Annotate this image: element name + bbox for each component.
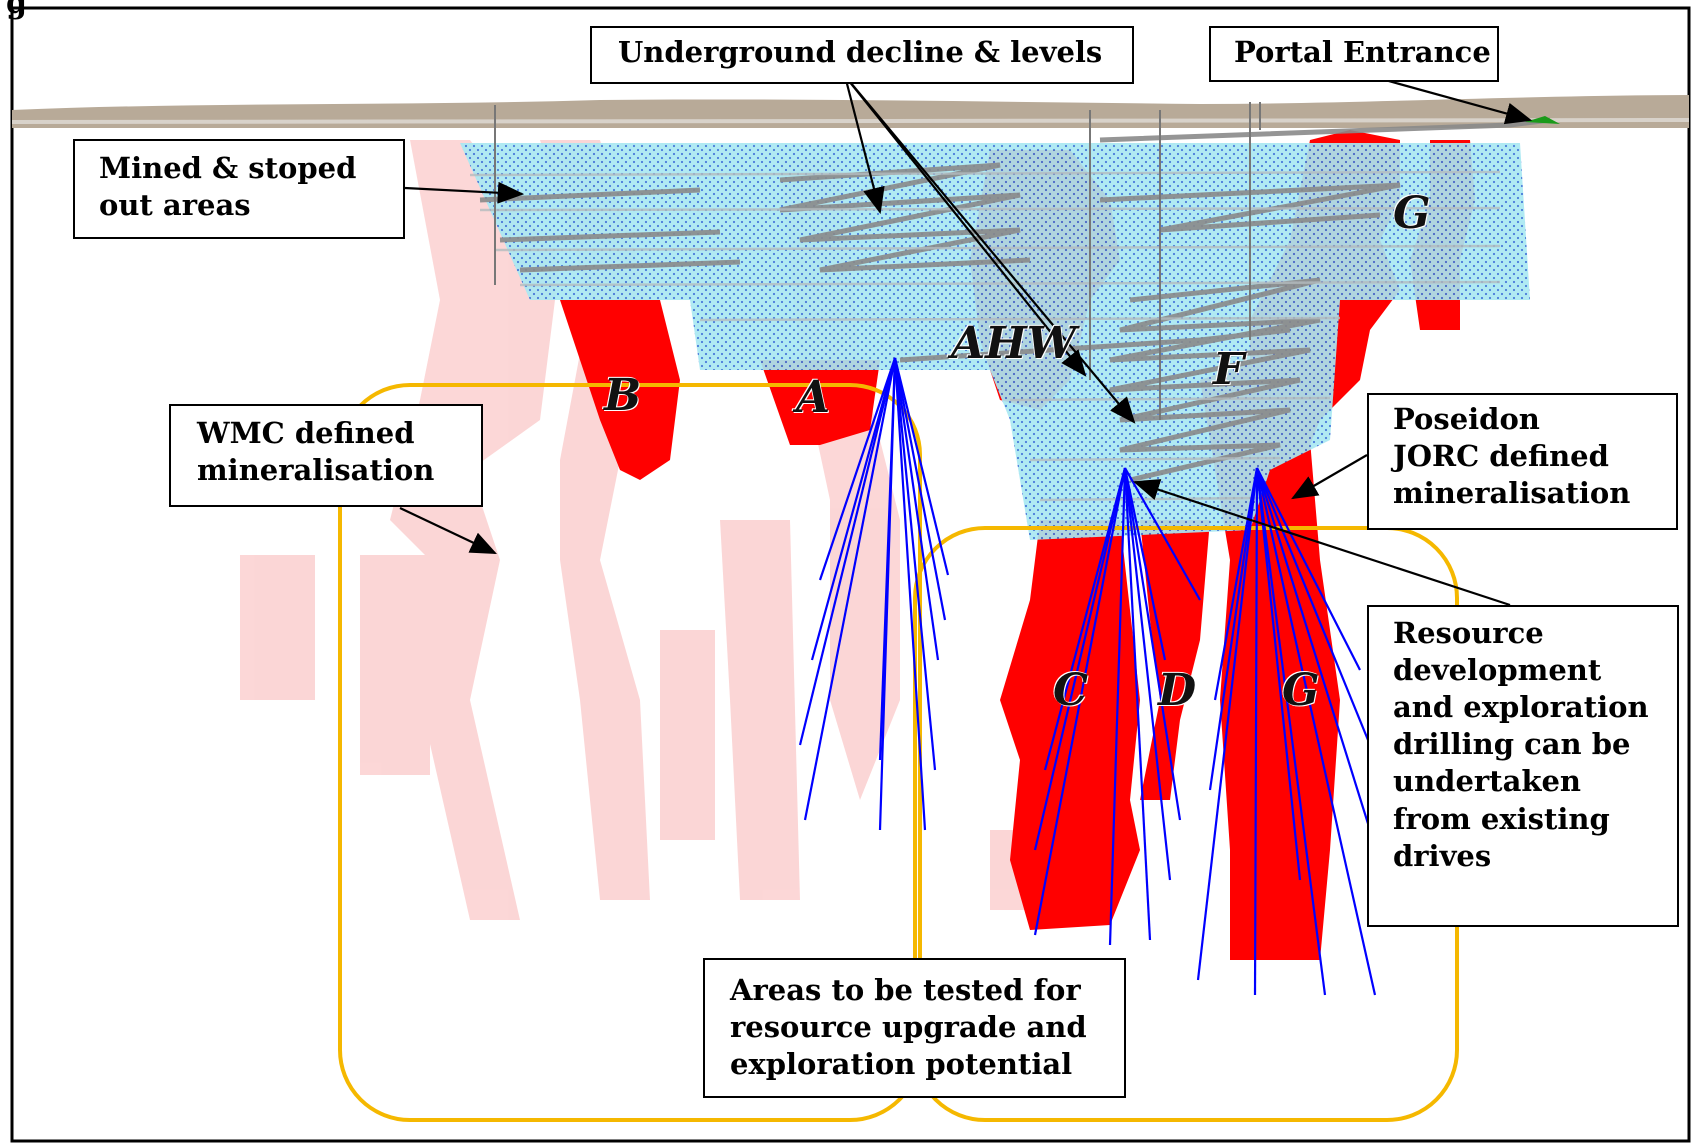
- zone-label-b: B: [604, 370, 641, 421]
- callout-resource-development: Resource development and exploration dri…: [1367, 605, 1679, 927]
- header-fragment: g: [6, 0, 27, 21]
- zone-label-g-top: G: [1393, 188, 1431, 239]
- zone-label-f: F: [1213, 344, 1244, 395]
- callout-areas-to-be-tested: Areas to be tested for resource upgrade …: [703, 958, 1126, 1098]
- callout-mined-stoped: Mined & stoped out areas: [73, 139, 405, 239]
- callout-wmc-mineralisation: WMC defined mineralisation: [169, 404, 483, 507]
- callout-underground-decline: Underground decline & levels: [590, 26, 1134, 84]
- zone-label-a: A: [796, 372, 830, 423]
- zone-label-d: D: [1158, 665, 1196, 716]
- zone-label-ahw: AHW: [951, 318, 1076, 369]
- zone-label-c: C: [1053, 665, 1088, 716]
- zone-label-g-bottom: G: [1282, 665, 1320, 716]
- callout-poseidon-jorc: Poseidon JORC defined mineralisation: [1367, 393, 1678, 530]
- callout-portal-entrance: Portal Entrance: [1209, 26, 1499, 82]
